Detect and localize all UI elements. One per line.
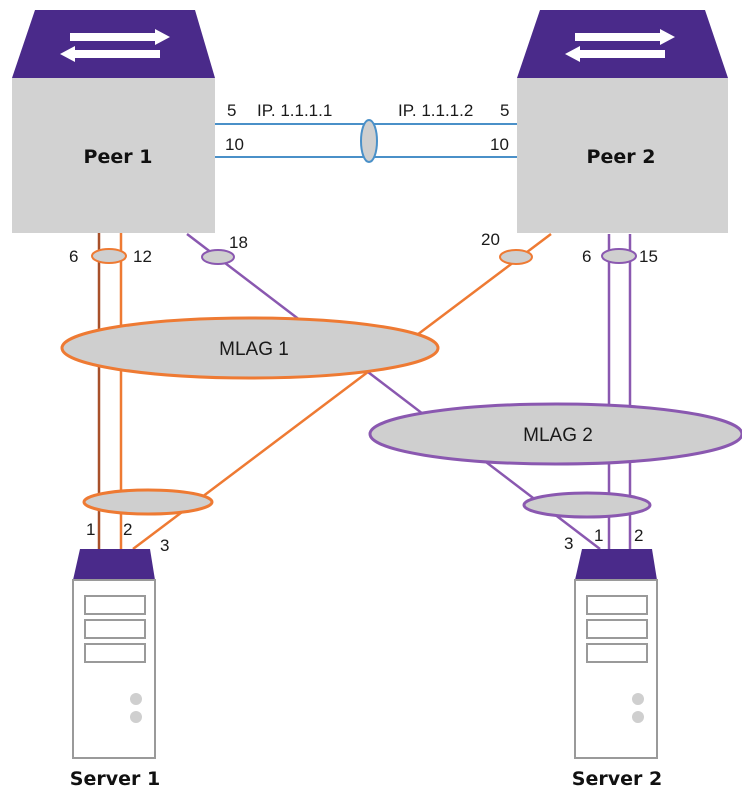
switch-arrows-icon <box>565 29 675 62</box>
server1-port-3: 3 <box>160 536 169 555</box>
server2-top <box>575 549 657 580</box>
isc-lag-ellipse <box>360 119 378 163</box>
mlag2-ellipse <box>368 402 742 466</box>
peer1-port-18: 18 <box>229 233 248 252</box>
server1-port-1: 1 <box>86 520 95 539</box>
peer2-switch: Peer 2 <box>517 10 728 233</box>
server2-port-3: 3 <box>564 534 573 553</box>
peer2-label: Peer 2 <box>587 146 656 168</box>
peer2-switch-top <box>517 10 728 78</box>
peer2-isc-ip: IP. 1.1.1.2 <box>398 101 473 120</box>
server1-port-2: 2 <box>123 520 132 539</box>
peer1-isc-port-5: 5 <box>227 101 236 120</box>
peer2-isc-port-5: 5 <box>500 101 509 120</box>
server2-led <box>632 711 644 723</box>
peer2-port-20: 20 <box>481 230 500 249</box>
peer1-port-6: 6 <box>69 247 78 266</box>
server1-drive-bay <box>84 643 146 663</box>
server1-led <box>130 693 142 705</box>
peer1-isc-port-10: 10 <box>225 135 244 154</box>
peer1-label: Peer 1 <box>84 146 153 168</box>
server2-device: Server 2 <box>572 549 662 790</box>
peer2-switch-body <box>517 78 728 233</box>
server2-drive-bay <box>586 595 648 615</box>
peer2-lag-ellipse-20 <box>499 249 533 265</box>
switch-arrows-icon <box>60 29 170 62</box>
mlag2-label: MLAG 2 <box>523 425 593 446</box>
server1-drive-bay <box>84 595 146 615</box>
server1-led <box>130 711 142 723</box>
mlag1-label: MLAG 1 <box>219 339 289 360</box>
server1-top <box>73 549 155 580</box>
server1-label: Server 1 <box>70 768 160 790</box>
server1-device: Server 1 <box>70 549 160 790</box>
mlag1-ellipse <box>60 316 440 380</box>
peer2-port-15: 15 <box>639 247 658 266</box>
peer1-lag-ellipse-18 <box>201 249 235 265</box>
peer1-switch: Peer 1 <box>12 10 215 233</box>
server2-port-2: 2 <box>634 526 643 545</box>
server1-lag-ellipse <box>82 488 214 516</box>
peer1-isc-ip: IP. 1.1.1.1 <box>257 101 332 120</box>
server2-port-1: 1 <box>594 526 603 545</box>
server2-label: Server 2 <box>572 768 662 790</box>
peer2-isc-port-10: 10 <box>490 135 509 154</box>
link-peer1-18-server2-3 <box>186 233 601 550</box>
peer1-switch-body <box>12 78 215 233</box>
server2-lag-ellipse <box>522 491 652 519</box>
server1-drive-bay <box>84 619 146 639</box>
peer1-switch-top <box>12 10 215 78</box>
peer2-port-6: 6 <box>582 247 591 266</box>
peer1-port-12: 12 <box>133 247 152 266</box>
server2-drive-bay <box>586 643 648 663</box>
peer2-lag-ellipse-6-15 <box>601 248 637 264</box>
peer1-lag-ellipse-6-12 <box>91 248 127 264</box>
server2-drive-bay <box>586 619 648 639</box>
server2-led <box>632 693 644 705</box>
